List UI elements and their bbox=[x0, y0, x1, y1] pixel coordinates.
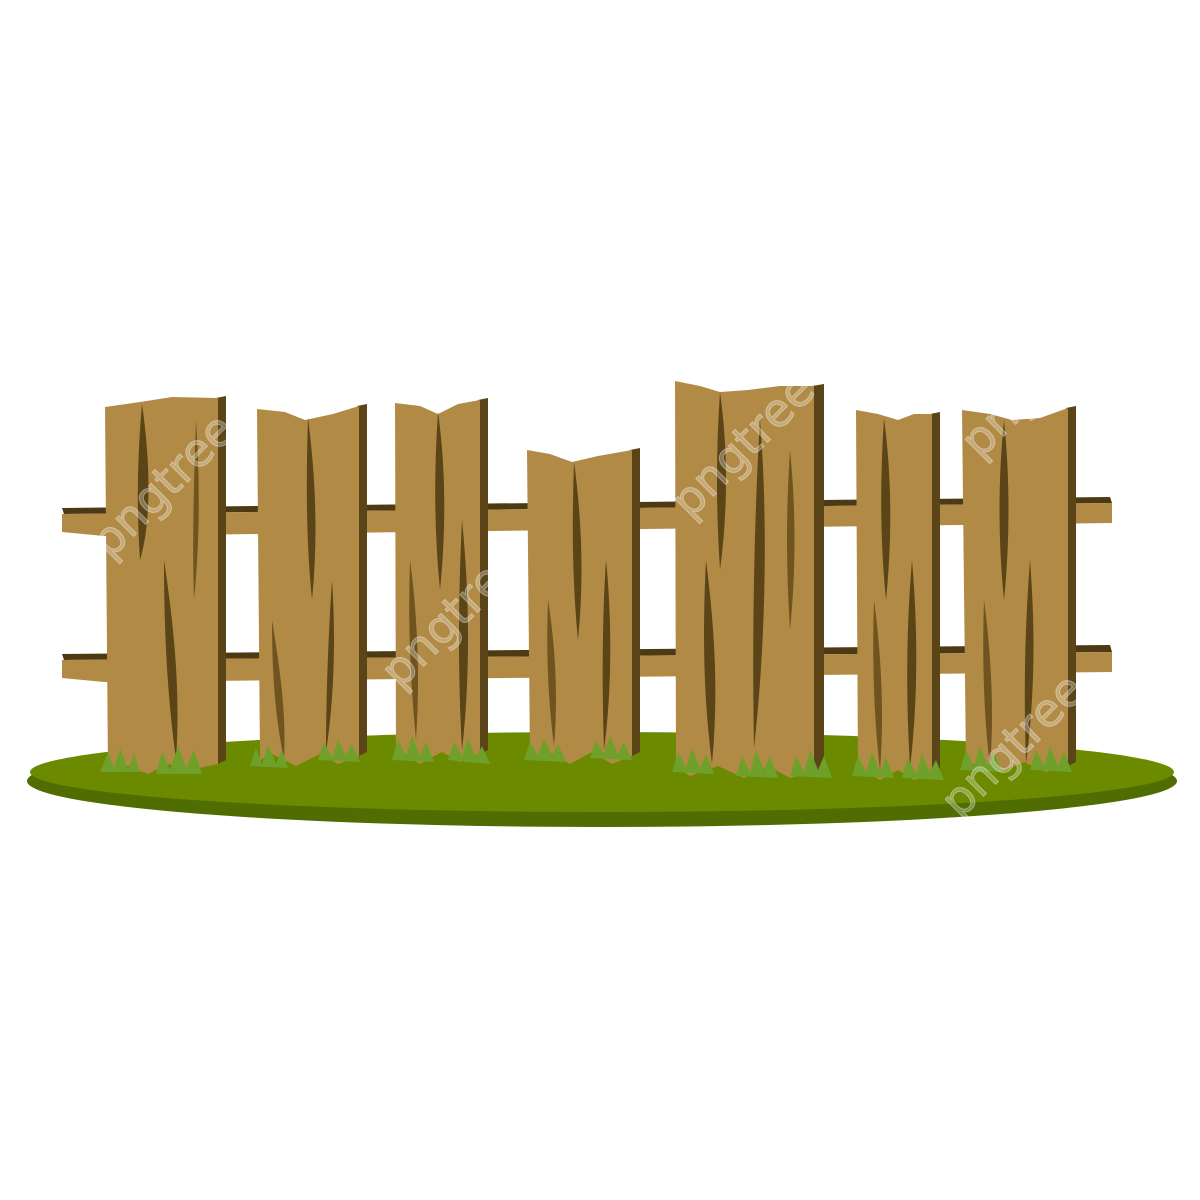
fence-plank-3 bbox=[395, 398, 488, 764]
grass-tufts bbox=[100, 736, 1072, 780]
fence-plank-2 bbox=[257, 404, 367, 766]
fence-planks bbox=[105, 381, 1076, 780]
fence-plank-6 bbox=[856, 410, 940, 780]
fence-plank-1 bbox=[105, 396, 226, 774]
fence-plank-5 bbox=[675, 381, 824, 778]
fence-plank-7 bbox=[962, 406, 1076, 772]
fence-plank-4 bbox=[527, 448, 640, 764]
